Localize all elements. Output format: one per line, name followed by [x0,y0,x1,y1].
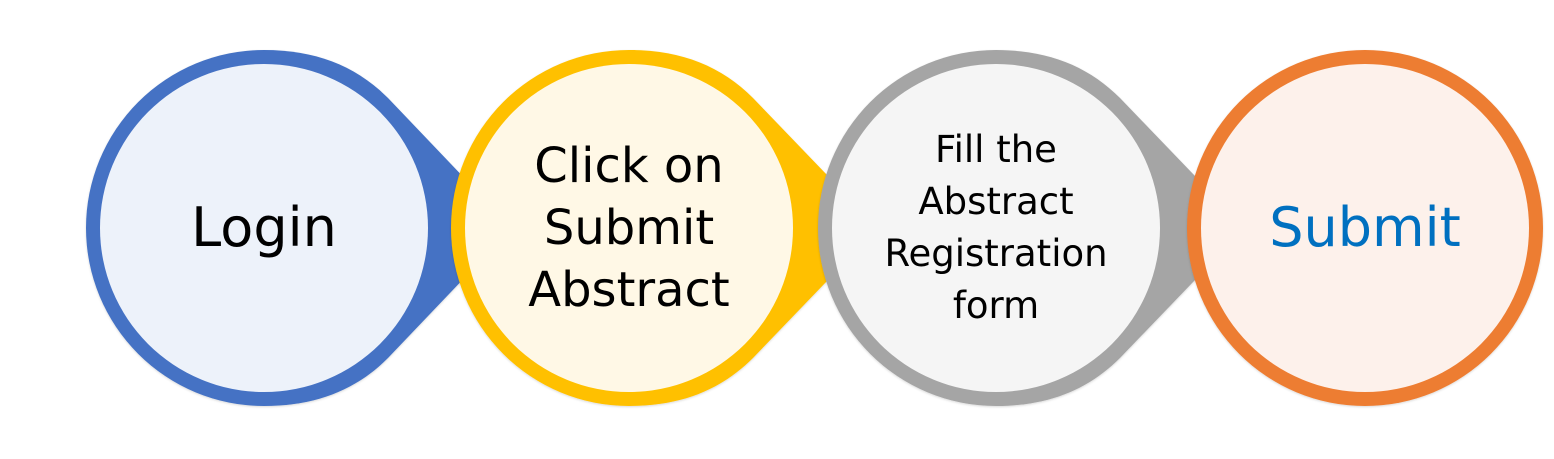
step-1-inner-circle [100,64,428,392]
step-3-shape [818,50,1245,406]
step-4-inner-circle [1201,64,1529,392]
step-1-shape [86,50,512,406]
step-3-label: Fill the Abstract Registration form [884,128,1108,327]
step-4-shape [1187,50,1543,406]
step-2-inner-circle [465,64,793,392]
step-2-shape [451,50,878,406]
step-2-label: Click on Submit Abstract [528,138,730,318]
step-1-label: Login [191,196,337,259]
step-4-label: Submit [1269,196,1461,259]
step-3-inner-circle [832,64,1160,392]
